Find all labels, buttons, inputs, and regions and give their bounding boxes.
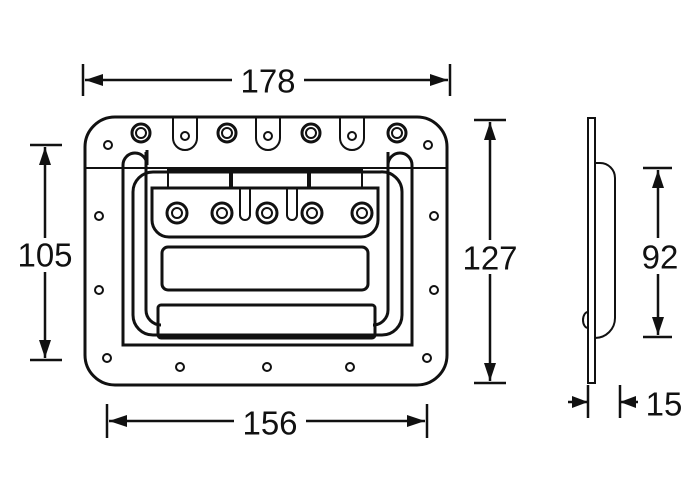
dimension-105: 105 bbox=[10, 143, 80, 362]
dimension-92: 92 bbox=[632, 166, 688, 339]
hinge-plate bbox=[150, 186, 380, 239]
side-view bbox=[582, 117, 616, 384]
recess-inner bbox=[131, 170, 404, 337]
side-plate bbox=[587, 117, 596, 384]
grip-slot bbox=[160, 245, 370, 292]
hinge-knuckles bbox=[167, 169, 363, 221]
outer-plate bbox=[83, 115, 449, 387]
handle-bar bbox=[156, 303, 377, 340]
dimension-label-overall-height: 127 bbox=[462, 240, 517, 277]
dimension-156: 156 bbox=[105, 404, 429, 442]
side-rivet bbox=[582, 311, 589, 329]
dimension-label-depth: 15 bbox=[646, 386, 683, 423]
hinge-bolts bbox=[165, 201, 374, 225]
dimension-label-overall-width: 178 bbox=[240, 63, 295, 100]
dimension-127: 127 bbox=[455, 118, 525, 385]
dimension-15: 15 bbox=[568, 385, 682, 423]
dimension-label-recess-height: 92 bbox=[642, 239, 679, 276]
side-recess bbox=[594, 162, 616, 339]
top-rivets bbox=[130, 122, 408, 144]
mounting-holes bbox=[94, 140, 439, 372]
front-view bbox=[83, 115, 449, 387]
dimension-178: 178 bbox=[81, 63, 452, 100]
top-tabs bbox=[172, 118, 365, 151]
dimension-label-hole-width: 156 bbox=[242, 405, 297, 442]
dimension-label-hole-height: 105 bbox=[17, 237, 72, 274]
